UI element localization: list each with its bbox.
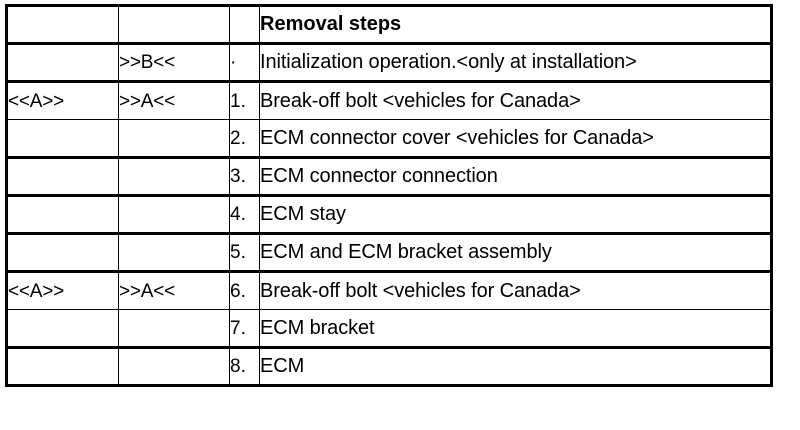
cell-mark-b	[118, 309, 230, 348]
cell-step-text: ECM connector connection	[259, 156, 772, 196]
cell-step-number: 4.	[229, 194, 260, 234]
cell-mark-a: <<A>>	[6, 270, 119, 310]
cell-step-number: 1.	[229, 80, 260, 120]
cell-step-number: 5.	[229, 232, 260, 272]
cell-mark-b	[118, 194, 230, 234]
cell-mark-b	[118, 119, 230, 158]
table-row: <<A>> >>A<< 6. Break-off bolt <vehicles …	[6, 270, 772, 310]
cell-step-text: ECM connector cover <vehicles for Canada…	[259, 119, 772, 158]
table-row: 5. ECM and ECM bracket assembly	[6, 232, 772, 272]
cell-step-number: ·	[229, 43, 260, 82]
cell-step-number: 6.	[229, 270, 260, 310]
cell-mark-a	[6, 119, 119, 158]
table-row: 8. ECM	[6, 346, 772, 386]
cell-mark-b	[118, 156, 230, 196]
cell-step-number: 7.	[229, 309, 260, 348]
cell-mark-b	[118, 346, 230, 386]
cell-mark-a	[6, 232, 119, 272]
cell-mark-a	[6, 346, 119, 386]
table-header-row: Removal steps	[6, 5, 772, 45]
cell-step-number: 2.	[229, 119, 260, 158]
cell-mark-b: >>B<<	[118, 43, 230, 82]
cell-step-text: Break-off bolt <vehicles for Canada>	[259, 80, 772, 120]
header-cell-mark-b	[118, 5, 230, 45]
cell-step-text: ECM bracket	[259, 309, 772, 348]
header-cell-mark-a	[6, 5, 119, 45]
cell-mark-a: <<A>>	[6, 80, 119, 120]
cell-step-text: ECM	[259, 346, 772, 386]
header-cell-number	[229, 5, 260, 45]
cell-step-text: Initialization operation.<only at instal…	[259, 43, 772, 82]
header-cell-removal-steps: Removal steps	[259, 5, 772, 45]
cell-mark-a	[6, 43, 119, 82]
cell-step-text: ECM stay	[259, 194, 772, 234]
table-body: Removal steps >>B<< · Initialization ope…	[6, 5, 772, 386]
cell-mark-a	[6, 156, 119, 196]
table-row: >>B<< · Initialization operation.<only a…	[6, 43, 772, 82]
cell-step-number: 8.	[229, 346, 260, 386]
cell-step-text: Break-off bolt <vehicles for Canada>	[259, 270, 772, 310]
cell-mark-b: >>A<<	[118, 80, 230, 120]
cell-mark-a	[6, 309, 119, 348]
table-row: 7. ECM bracket	[6, 309, 772, 348]
table-row: 4. ECM stay	[6, 194, 772, 234]
cell-mark-b: >>A<<	[118, 270, 230, 310]
cell-step-number: 3.	[229, 156, 260, 196]
table-row: 2. ECM connector cover <vehicles for Can…	[6, 119, 772, 158]
cell-mark-a	[6, 194, 119, 234]
table-row: <<A>> >>A<< 1. Break-off bolt <vehicles …	[6, 80, 772, 120]
cell-step-text: ECM and ECM bracket assembly	[259, 232, 772, 272]
table-row: 3. ECM connector connection	[6, 156, 772, 196]
removal-steps-table: Removal steps >>B<< · Initialization ope…	[5, 4, 773, 387]
cell-mark-b	[118, 232, 230, 272]
